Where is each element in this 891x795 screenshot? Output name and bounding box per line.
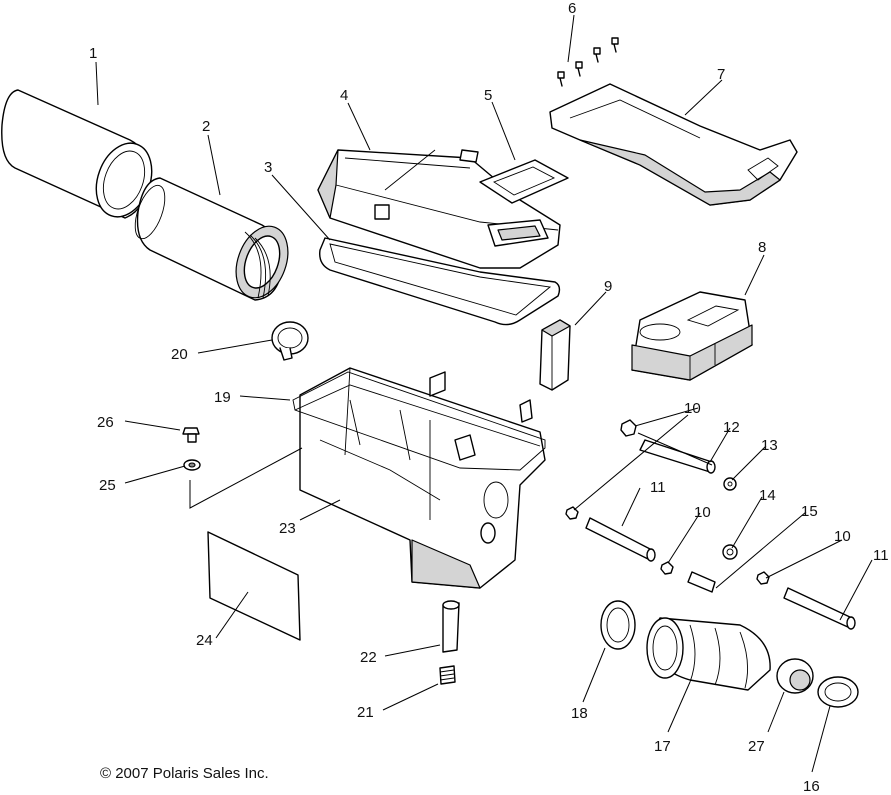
callout-12: 12: [723, 419, 740, 436]
callout-10-a: 10: [684, 400, 701, 417]
callout-3: 3: [264, 159, 272, 176]
part-17-intake-boot: [646, 617, 771, 691]
callout-19: 19: [214, 389, 231, 406]
part-15-bushing: [687, 571, 716, 593]
part-23-airbox-base: [294, 367, 546, 589]
callout-8: 8: [758, 239, 766, 256]
part-7-intake-duct: [549, 83, 798, 206]
part-3-gasket: [319, 237, 561, 326]
leader-lines: [95, 14, 873, 773]
callout-24: 24: [196, 632, 213, 649]
part-14-clip: [722, 544, 738, 560]
part-12-rod: [639, 439, 716, 474]
callout-17: 17: [654, 738, 671, 755]
callout-14: 14: [759, 487, 776, 504]
callout-6: 6: [568, 0, 576, 17]
part-22-drain-tube: [442, 600, 460, 653]
copyright-notice: © 2007 Polaris Sales Inc.: [100, 765, 269, 782]
part-8-foam-block: [631, 291, 753, 381]
part-11-rod-left: [585, 517, 656, 562]
callout-labels: 1 2 3 4 5 6 7 8 9 10 12 13 11 14 10 15 1…: [89, 0, 889, 795]
callout-21: 21: [357, 704, 374, 721]
callout-5: 5: [484, 87, 492, 104]
part-25-washer: [183, 459, 201, 471]
callout-15: 15: [801, 503, 818, 520]
part-11-rod-right: [783, 587, 856, 630]
part-21-drain-plug: [439, 665, 456, 685]
part-6-screws: [557, 37, 619, 87]
callout-16: 16: [803, 778, 820, 795]
callout-22: 22: [360, 649, 377, 666]
callout-18: 18: [571, 705, 588, 722]
callout-4: 4: [340, 87, 348, 104]
callout-23: 23: [279, 520, 296, 537]
part-5-intake-plate: [479, 159, 569, 204]
part-1-prefilter: [1, 89, 153, 219]
part-13-clip: [723, 477, 737, 491]
part-18-ring: [600, 600, 636, 650]
callout-13: 13: [761, 437, 778, 454]
part-20-clamp: [271, 321, 309, 361]
callout-25: 25: [99, 477, 116, 494]
callout-26: 26: [97, 414, 114, 431]
part-27-plug: [776, 658, 814, 694]
callout-1: 1: [89, 45, 97, 62]
callout-9: 9: [604, 278, 612, 295]
callout-27: 27: [748, 738, 765, 755]
callout-20: 20: [171, 346, 188, 363]
callout-11-a: 11: [650, 479, 666, 496]
part-26-bolt: [182, 427, 200, 443]
part-9-block: [539, 319, 571, 391]
callout-10-b: 10: [694, 504, 711, 521]
part-16-clamp: [817, 676, 859, 708]
part-19-seal: [292, 371, 546, 471]
callout-10-c: 10: [834, 528, 851, 545]
part-24-label: [207, 531, 301, 641]
part-4-airbox-cover: [317, 149, 561, 269]
part-2-air-filter: [134, 177, 289, 301]
part-10-nuts: [565, 419, 770, 585]
callout-7: 7: [717, 66, 725, 83]
callout-2: 2: [202, 118, 210, 135]
callout-11-b: 11: [873, 547, 889, 564]
